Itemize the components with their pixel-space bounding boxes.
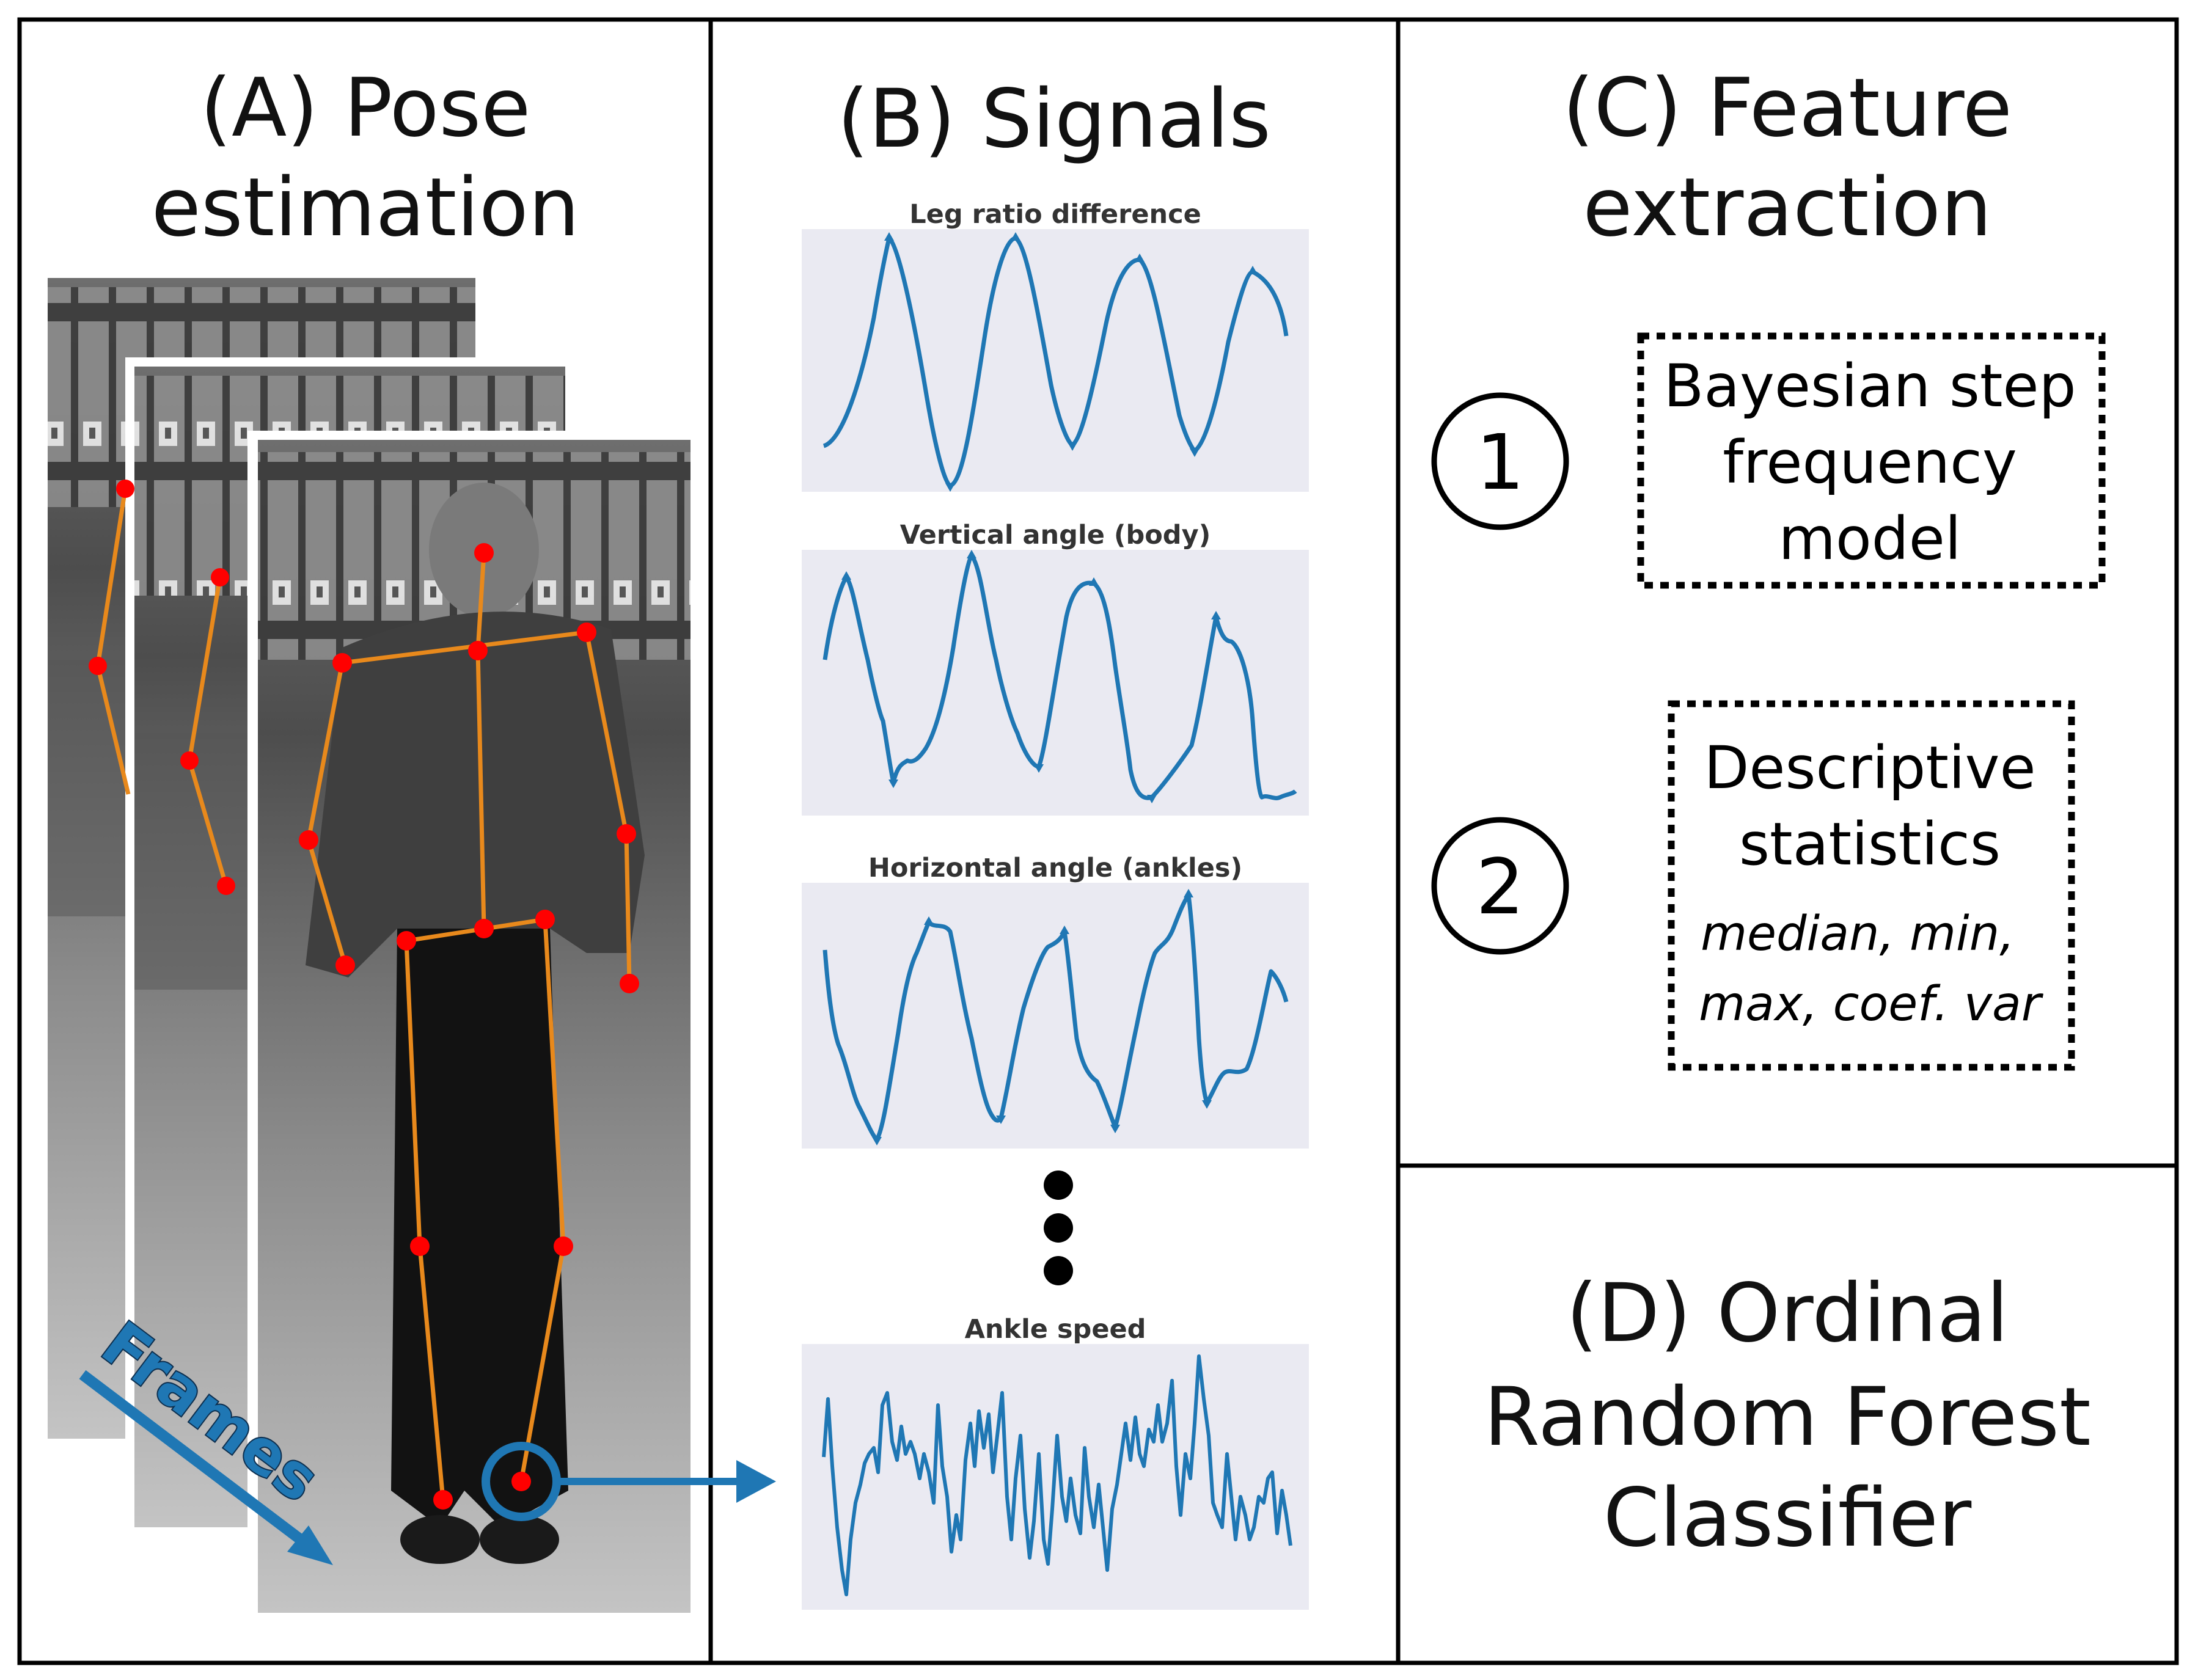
joint-left-hip bbox=[535, 910, 555, 929]
joint-right-knee bbox=[410, 1236, 430, 1256]
pose-skeleton bbox=[306, 552, 632, 1500]
signal-vertical-angle bbox=[822, 553, 1297, 800]
feature-item-2: 2 Descriptive statistics median, min, ma… bbox=[1431, 700, 2075, 1071]
panel-c: (C) Feature extraction 1 Bayesian step f… bbox=[1431, 61, 2106, 1071]
joint-mid-hip bbox=[474, 919, 494, 938]
joint-left-knee bbox=[554, 1236, 573, 1256]
stats-line2: statistics bbox=[1739, 810, 2001, 878]
panel-d-title-line2: Random Forest bbox=[1484, 1370, 2091, 1464]
panel-a: (A) Pose estimation bbox=[48, 61, 776, 1625]
ankle-to-signal-arrowhead bbox=[736, 1460, 776, 1503]
plot-title-leg-ratio: Leg ratio difference bbox=[909, 199, 1201, 230]
item-1-number-circle bbox=[1431, 392, 1569, 530]
peak-markers-leg-ratio bbox=[884, 232, 1258, 492]
panel-b: (B) Signals Leg ratio difference Vertica… bbox=[802, 72, 1309, 1610]
panel-b-title: (B) Signals bbox=[837, 72, 1271, 166]
pose-joints-back bbox=[89, 480, 235, 895]
plot-title-vertical-angle: Vertical angle (body) bbox=[900, 520, 1211, 550]
joint-right-elbow bbox=[299, 830, 318, 850]
bayesian-line2: frequency bbox=[1723, 428, 2017, 497]
panel-a-title-line1: (A) Pose bbox=[200, 61, 531, 155]
item-2-number-circle bbox=[1431, 817, 1569, 955]
bayesian-line3: model bbox=[1779, 505, 1962, 573]
joint-left-ankle bbox=[511, 1472, 531, 1491]
frames-arrow bbox=[79, 1370, 312, 1550]
panel-d-title-line3: Classifier bbox=[1603, 1471, 1972, 1565]
stats-detail1: median, min, bbox=[1701, 907, 2015, 962]
joint-head bbox=[474, 543, 494, 563]
panel-c-title-line1: (C) Feature bbox=[1562, 61, 2012, 155]
video-frame-3 bbox=[247, 431, 694, 1625]
signal-leg-ratio bbox=[822, 236, 1289, 488]
frames-arrowhead bbox=[287, 1525, 333, 1565]
joint-neck bbox=[468, 641, 488, 660]
joint-left-elbow bbox=[617, 824, 636, 844]
bayesian-line1: Bayesian step bbox=[1663, 352, 2076, 420]
stats-line1: Descriptive bbox=[1704, 734, 2035, 802]
panel-c-title-line2: extraction bbox=[1583, 161, 1991, 255]
joint-right-hip bbox=[397, 931, 416, 951]
plot-bg-leg-ratio bbox=[802, 229, 1309, 492]
panel-d: (D) Ordinal Random Forest Classifier bbox=[1484, 1266, 2091, 1565]
bayesian-model-box bbox=[1637, 332, 2106, 589]
item-1-number: 1 bbox=[1476, 418, 1525, 507]
peak-markers-vertical-angle bbox=[841, 550, 1221, 803]
ellipsis-dots bbox=[1044, 1171, 1073, 1285]
stats-detail2: max, coef. var bbox=[1699, 977, 2044, 1032]
joint-right-wrist bbox=[335, 955, 355, 975]
feature-item-1: 1 Bayesian step frequency model bbox=[1431, 332, 2106, 589]
plot-title-horizontal-angle: Horizontal angle (ankles) bbox=[868, 853, 1242, 883]
ankle-highlight-ring bbox=[482, 1442, 561, 1521]
item-2-number: 2 bbox=[1476, 843, 1525, 932]
outer-border bbox=[17, 17, 2179, 1665]
panel-a-title-line2: estimation bbox=[152, 161, 580, 255]
peak-markers-horizontal-angle bbox=[872, 889, 1212, 1145]
joint-left-wrist bbox=[620, 974, 639, 993]
signal-ankle-speed bbox=[822, 1354, 1292, 1596]
pose-joints bbox=[299, 543, 639, 1510]
plot-bg-horizontal-angle bbox=[802, 883, 1309, 1149]
plot-title-ankle-speed: Ankle speed bbox=[965, 1314, 1146, 1345]
joint-right-shoulder bbox=[332, 653, 352, 673]
joint-right-ankle bbox=[433, 1490, 453, 1510]
panel-d-title-line1: (D) Ordinal bbox=[1566, 1266, 2009, 1360]
joint-left-shoulder bbox=[577, 623, 596, 642]
